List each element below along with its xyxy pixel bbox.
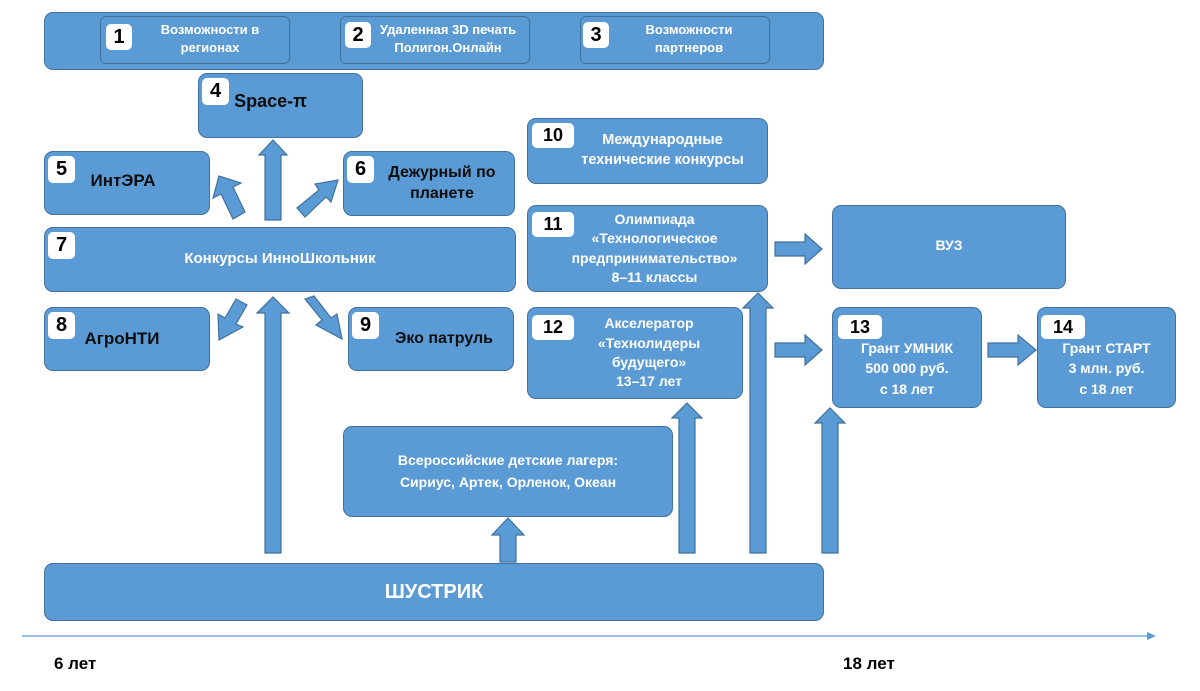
box-duty-planet[interactable]: 6 Дежурный по планете [343, 151, 515, 216]
arrow-innoschool-to-space [257, 139, 289, 221]
box-camps-label: Всероссийские детские лагеря: Сириус, Ар… [397, 451, 619, 490]
box-camps[interactable]: Всероссийские детские лагеря: Сириус, Ар… [343, 426, 673, 517]
box-umnik[interactable]: 13 Грант УМНИК 500 000 руб. с 18 лет [832, 307, 982, 408]
arrow-innoschool-to-interra [212, 175, 246, 220]
number-badge: 8 [48, 312, 75, 339]
box-start[interactable]: 14 Грант СТАРТ 3 млн. руб. с 18 лет [1037, 307, 1176, 408]
box-space-pi[interactable]: 4 Space-π [198, 73, 363, 138]
box-eco-patrol[interactable]: 9 Эко патруль [348, 307, 514, 371]
arrow-accelerator-to-umnik [774, 333, 823, 367]
box-intl-contests-label: Международные технические конкурсы [581, 132, 744, 168]
item-partners[interactable]: 3 Возможности партнеров [580, 16, 770, 64]
arrow-shustrik-to-camps [490, 517, 526, 563]
box-intl-contests[interactable]: 10 Международные технические конкурсы [527, 118, 768, 184]
box-olympiad[interactable]: 11 Олимпиада «Технологическое предприним… [527, 205, 768, 292]
box-agronti[interactable]: 8 АгроНТИ [44, 307, 210, 371]
arrow-shustrik-to-innoschool [255, 296, 291, 554]
number-badge: 14 [1041, 315, 1085, 339]
box-umnik-label: Грант УМНИК 500 000 руб. с 18 лет [860, 340, 954, 397]
arrow-umnik-to-start [987, 333, 1037, 367]
timeline-start-label: 6 лет [54, 654, 97, 673]
box-innoschool-label: Конкурсы ИнноШкольник [184, 250, 376, 268]
number-badge: 1 [106, 24, 132, 50]
arrow-innoschool-to-eco [303, 295, 343, 341]
number-badge: 2 [345, 22, 371, 48]
number-badge: 9 [352, 312, 379, 339]
timeline-end-label: 18 лет [843, 654, 895, 673]
number-badge: 10 [532, 123, 574, 148]
item-regions[interactable]: 1 Возможности в регионах [100, 16, 290, 64]
number-badge: 7 [48, 232, 75, 259]
box-eco-patrol-label: Эко патруль [394, 330, 494, 348]
arrow-shustrik-to-accelerator [670, 402, 704, 554]
box-innoschool[interactable]: 7 Конкурсы ИнноШкольник [44, 227, 516, 292]
number-badge: 5 [48, 156, 75, 183]
arrow-olympiad-to-vuz [774, 232, 823, 266]
number-badge: 6 [347, 156, 374, 183]
item-remote-3d-print[interactable]: 2 Удаленная 3D печать Полигон.Онлайн [340, 16, 530, 64]
number-badge: 3 [583, 22, 609, 48]
box-shustrik[interactable]: ШУСТРИК [44, 563, 824, 621]
box-duty-planet-label: Дежурный по планете [388, 163, 496, 202]
box-interra[interactable]: 5 ИнтЭРА [44, 151, 210, 215]
arrow-innoschool-to-agronti [217, 298, 248, 341]
box-agronti-label: АгроНТИ [84, 328, 160, 348]
number-badge: 13 [838, 315, 882, 339]
timeline-arrowhead [1147, 632, 1156, 640]
item-regions-label: Возможности в регионах [160, 22, 260, 56]
item-remote-3d-print-label: Удаленная 3D печать Полигон.Онлайн [379, 22, 517, 56]
box-interra-label: ИнтЭРА [90, 171, 156, 191]
number-badge: 12 [532, 315, 574, 340]
item-partners-label: Возможности партнеров [645, 22, 733, 56]
arrow-innoschool-to-duty [296, 179, 339, 218]
box-accelerator-label: Акселератор «Технолидеры будущего» 13–17… [597, 315, 701, 390]
box-vuz[interactable]: ВУЗ [832, 205, 1066, 289]
box-start-label: Грант СТАРТ 3 млн. руб. с 18 лет [1062, 340, 1151, 397]
box-space-pi-label: Space-π [234, 91, 307, 112]
number-badge: 4 [202, 78, 229, 105]
number-badge: 11 [532, 212, 574, 237]
arrow-shustrik-to-umnik [813, 407, 847, 554]
top-strip [44, 12, 824, 70]
box-olympiad-label: Олимпиада «Технологическое предпринимате… [571, 210, 738, 285]
box-shustrik-label: ШУСТРИК [384, 580, 484, 603]
arrow-shustrik-to-olympiad [741, 292, 775, 554]
box-accelerator[interactable]: 12 Акселератор «Технолидеры будущего» 13… [527, 307, 743, 399]
box-vuz-label: ВУЗ [935, 236, 963, 253]
